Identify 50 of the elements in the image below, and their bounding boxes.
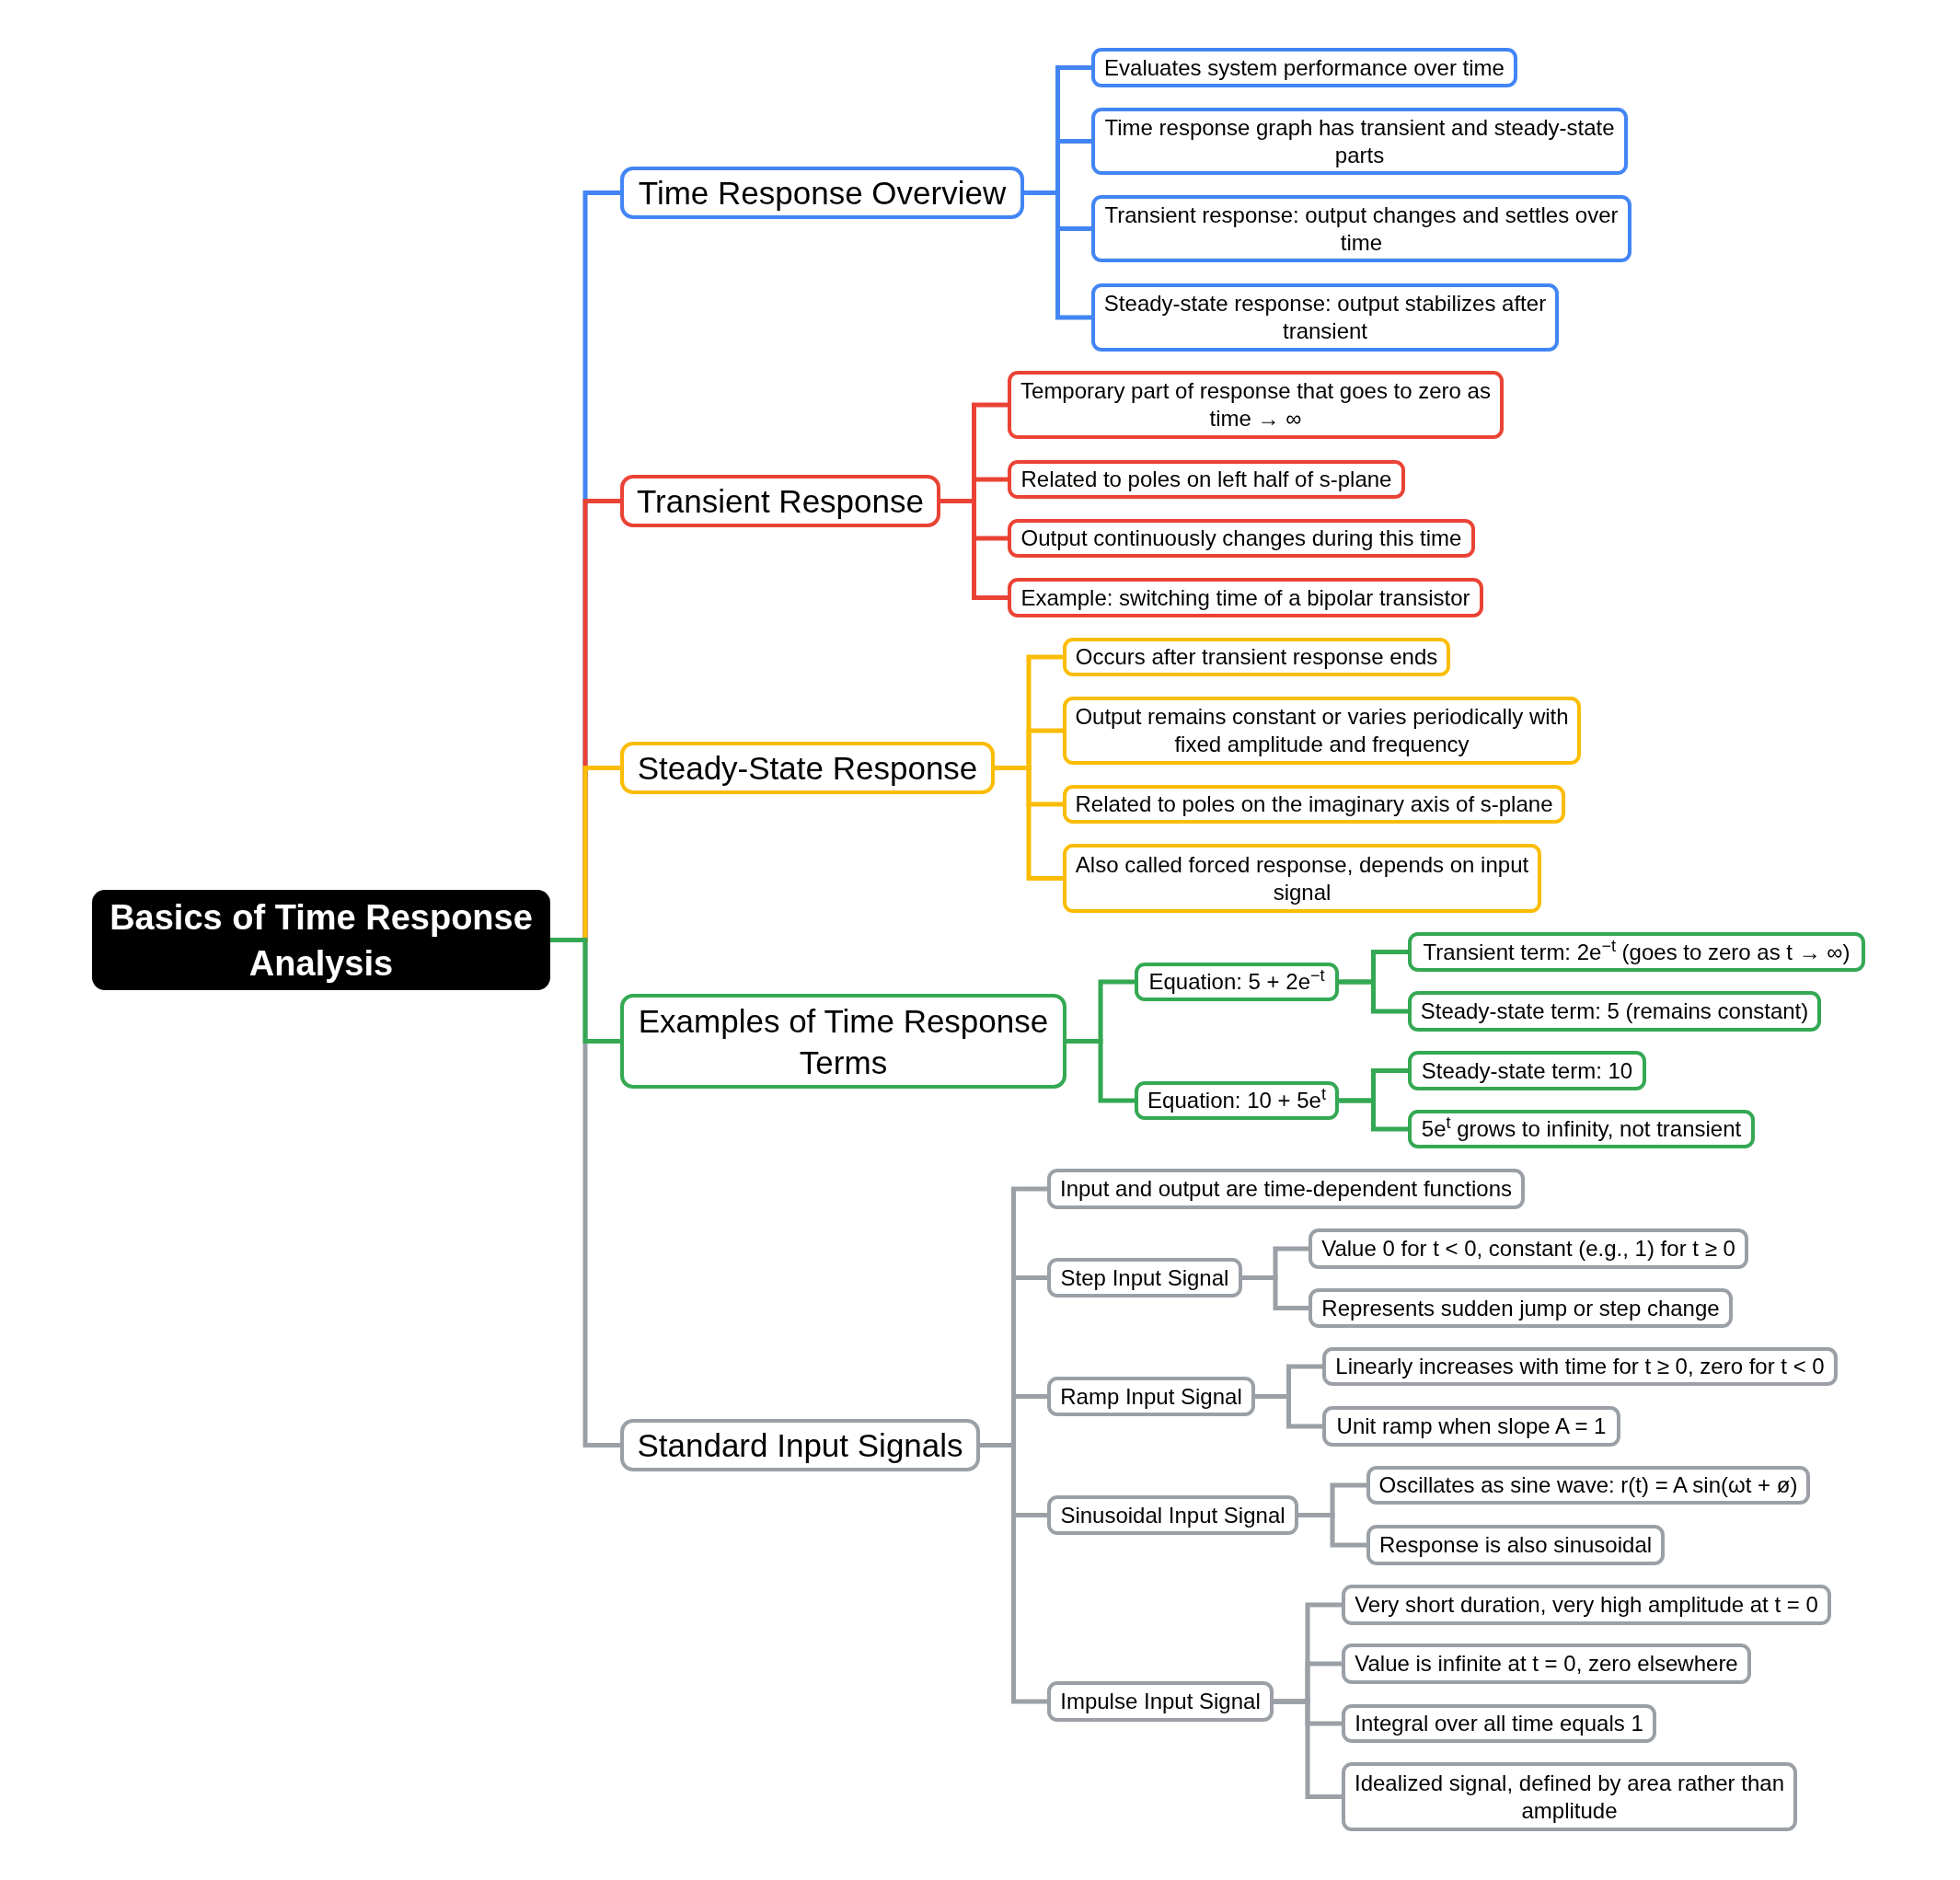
connector-line <box>1066 1039 1135 1103</box>
subtopic-box: Also called forced response, depends on input signal <box>1063 844 1541 913</box>
subtopic-box: Equation: 5 + 2e$^{−t}$ <box>1135 963 1339 1001</box>
subtopic-box: Value is infinite at t = 0, zero elsewhere <box>1342 1644 1751 1684</box>
subtopic-box: Related to poles on the imaginary axis of s-plane <box>1063 785 1565 824</box>
connector-line <box>1339 1098 1408 1132</box>
subtopic-box: Evaluates system performance over time <box>1091 48 1517 87</box>
connector-line <box>1298 1513 1366 1548</box>
subtopic-box: Input and output are time-dependent functions <box>1047 1169 1525 1209</box>
connector-line <box>1024 190 1091 231</box>
connector-line <box>550 938 620 1044</box>
subtopic-box: Integral over all time equals 1 <box>1342 1704 1656 1743</box>
subtopic-box: Oscillates as sine wave: r(t) = A sin(ωt + ø) <box>1366 1466 1810 1505</box>
subtopic-box: Transient term: 2e$^{−t}$ (goes to zero as t → ∞) <box>1408 932 1865 972</box>
subtopic-box: Idealized signal, defined by area rather than amplitude <box>1342 1762 1797 1831</box>
connector-line <box>1242 1246 1309 1280</box>
subtopic-box: Unit ramp when slope A = 1 <box>1322 1406 1620 1447</box>
subtopic-box: Temporary part of response that goes to zero as time → ∞ <box>1008 371 1504 439</box>
connector-line <box>1339 979 1408 1014</box>
subtopic-box: Output remains constant or varies periodically with fixed amplitude and frequency <box>1063 697 1581 765</box>
subtopic-box: Example: switching time of a bipolar transistor <box>1008 578 1483 617</box>
main-topic-box: Time Response Overview <box>620 167 1024 219</box>
subtopic-box: Represents sudden jump or step change <box>1309 1288 1733 1328</box>
main-topic-box: Transient Response <box>620 475 940 527</box>
subtopic-box: Impulse Input Signal <box>1047 1681 1274 1722</box>
subtopic-box: Value 0 for t < 0, constant (e.g., 1) for t ≥ 0 <box>1309 1228 1748 1269</box>
subtopic-box: Very short duration, very high amplitude at t = 0 <box>1342 1585 1831 1625</box>
main-topic-box: Standard Input Signals <box>620 1419 980 1471</box>
connector-line <box>1255 1394 1322 1429</box>
subtopic-box: Linearly increases with time for t ≥ 0, zero for t < 0 <box>1322 1347 1838 1386</box>
subtopic-box: Steady-state response: output stabilizes after transient <box>1091 283 1559 352</box>
connector-line <box>1274 1699 1342 1726</box>
subtopic-box: 5e$^{t}$ grows to infinity, not transient <box>1408 1110 1755 1148</box>
connector-line <box>995 766 1063 807</box>
subtopic-box: Transient response: output changes and settles over time <box>1091 195 1631 262</box>
connector-line <box>940 477 1008 503</box>
subtopic-box: Related to poles on left half of s-plane <box>1008 460 1405 499</box>
central-topic-box: Basics of Time Response Analysis <box>92 890 550 990</box>
main-topic-box: Examples of Time Response Terms <box>620 994 1066 1089</box>
subtopic-box: Steady-state term: 5 (remains constant) <box>1408 991 1821 1032</box>
main-topic-box: Steady-State Response <box>620 742 995 794</box>
subtopic-box: Sinusoidal Input Signal <box>1047 1495 1298 1535</box>
subtopic-box: Time response graph has transient and steady-state parts <box>1091 108 1628 175</box>
subtopic-box: Equation: 10 + 5e$^{t}$ <box>1135 1081 1339 1120</box>
subtopic-box: Steady-state term: 10 <box>1408 1051 1646 1090</box>
subtopic-box: Output continuously changes during this time <box>1008 519 1475 558</box>
subtopic-box: Response is also sinusoidal <box>1366 1525 1665 1565</box>
subtopic-box: Occurs after transient response ends <box>1063 638 1450 676</box>
subtopic-box: Ramp Input Signal <box>1047 1377 1255 1416</box>
subtopic-box: Step Input Signal <box>1047 1258 1242 1298</box>
